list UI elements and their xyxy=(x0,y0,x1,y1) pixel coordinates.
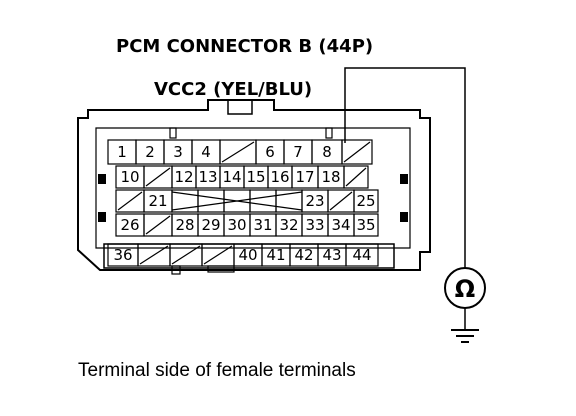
empty-terminal-slash xyxy=(145,215,171,235)
empty-terminal-slash xyxy=(145,167,171,187)
terminal-number: 28 xyxy=(175,216,194,234)
left-tab-lower xyxy=(98,212,106,222)
terminal-number: 32 xyxy=(279,216,298,234)
empty-terminal-slash xyxy=(139,245,169,265)
terminal-number: 44 xyxy=(352,246,371,264)
empty-terminal-slash xyxy=(117,191,143,211)
terminal-number: 6 xyxy=(265,143,275,161)
terminal-number: 2 xyxy=(145,143,155,161)
terminal-number: 12 xyxy=(174,168,193,186)
empty-terminal-slash xyxy=(329,191,353,211)
terminal-cell xyxy=(249,189,277,213)
terminal-number: 30 xyxy=(227,216,246,234)
empty-terminal-slash xyxy=(221,141,255,163)
terminal-number: 36 xyxy=(113,246,132,264)
connector-inner-body xyxy=(95,127,411,249)
terminal-number: 16 xyxy=(270,168,289,186)
terminal-number: 23 xyxy=(305,192,324,210)
empty-terminal-slash xyxy=(345,167,367,187)
terminal-cell xyxy=(343,165,369,189)
terminal-number: 7 xyxy=(293,143,303,161)
probe-wire xyxy=(344,67,466,268)
right-tab-lower xyxy=(400,212,408,222)
terminal-number: 34 xyxy=(331,216,350,234)
terminal-number: 42 xyxy=(294,246,313,264)
terminal-number: 15 xyxy=(246,168,265,186)
ground-icon xyxy=(451,329,479,343)
terminal-cell xyxy=(345,243,379,267)
terminal-number: 17 xyxy=(295,168,314,186)
terminal-number: 18 xyxy=(321,168,340,186)
ohmmeter-icon xyxy=(444,267,486,309)
terminal-number: 40 xyxy=(238,246,257,264)
terminal-number: 1 xyxy=(117,143,127,161)
housing-latch xyxy=(227,99,253,115)
wire-label: VCC2 (YEL/BLU) xyxy=(154,79,312,100)
terminal-number: 21 xyxy=(148,192,167,210)
caption: Terminal side of female terminals xyxy=(78,360,356,381)
terminal-number: 8 xyxy=(322,143,332,161)
top-key-right xyxy=(325,127,333,139)
top-key-left xyxy=(169,127,177,139)
terminal-number: 26 xyxy=(120,216,139,234)
ohm-symbol: Ω xyxy=(455,275,475,303)
terminal-number: 43 xyxy=(322,246,341,264)
terminal-number: 29 xyxy=(201,216,220,234)
right-tab-upper xyxy=(400,174,408,184)
terminal-number: 33 xyxy=(305,216,324,234)
terminal-cell xyxy=(353,189,379,213)
terminal-cell xyxy=(197,189,225,213)
terminal-number: 3 xyxy=(173,143,183,161)
terminal-number: 10 xyxy=(120,168,139,186)
empty-terminal-slash xyxy=(171,245,201,265)
terminal-number: 13 xyxy=(198,168,217,186)
terminal-number: 35 xyxy=(356,216,375,234)
left-tab-upper xyxy=(98,174,106,184)
blank-region-cross xyxy=(171,191,303,211)
empty-terminal-slash xyxy=(203,245,233,265)
terminal-cell xyxy=(341,139,373,165)
terminal-number: 31 xyxy=(253,216,272,234)
empty-terminal-slash xyxy=(343,141,371,163)
terminal-number: 4 xyxy=(201,143,211,161)
diagram-title: PCM CONNECTOR B (44P) xyxy=(116,36,373,57)
terminal-cell xyxy=(353,213,379,237)
terminal-number: 25 xyxy=(356,192,375,210)
terminal-number: 41 xyxy=(266,246,285,264)
terminal-number: 14 xyxy=(222,168,241,186)
